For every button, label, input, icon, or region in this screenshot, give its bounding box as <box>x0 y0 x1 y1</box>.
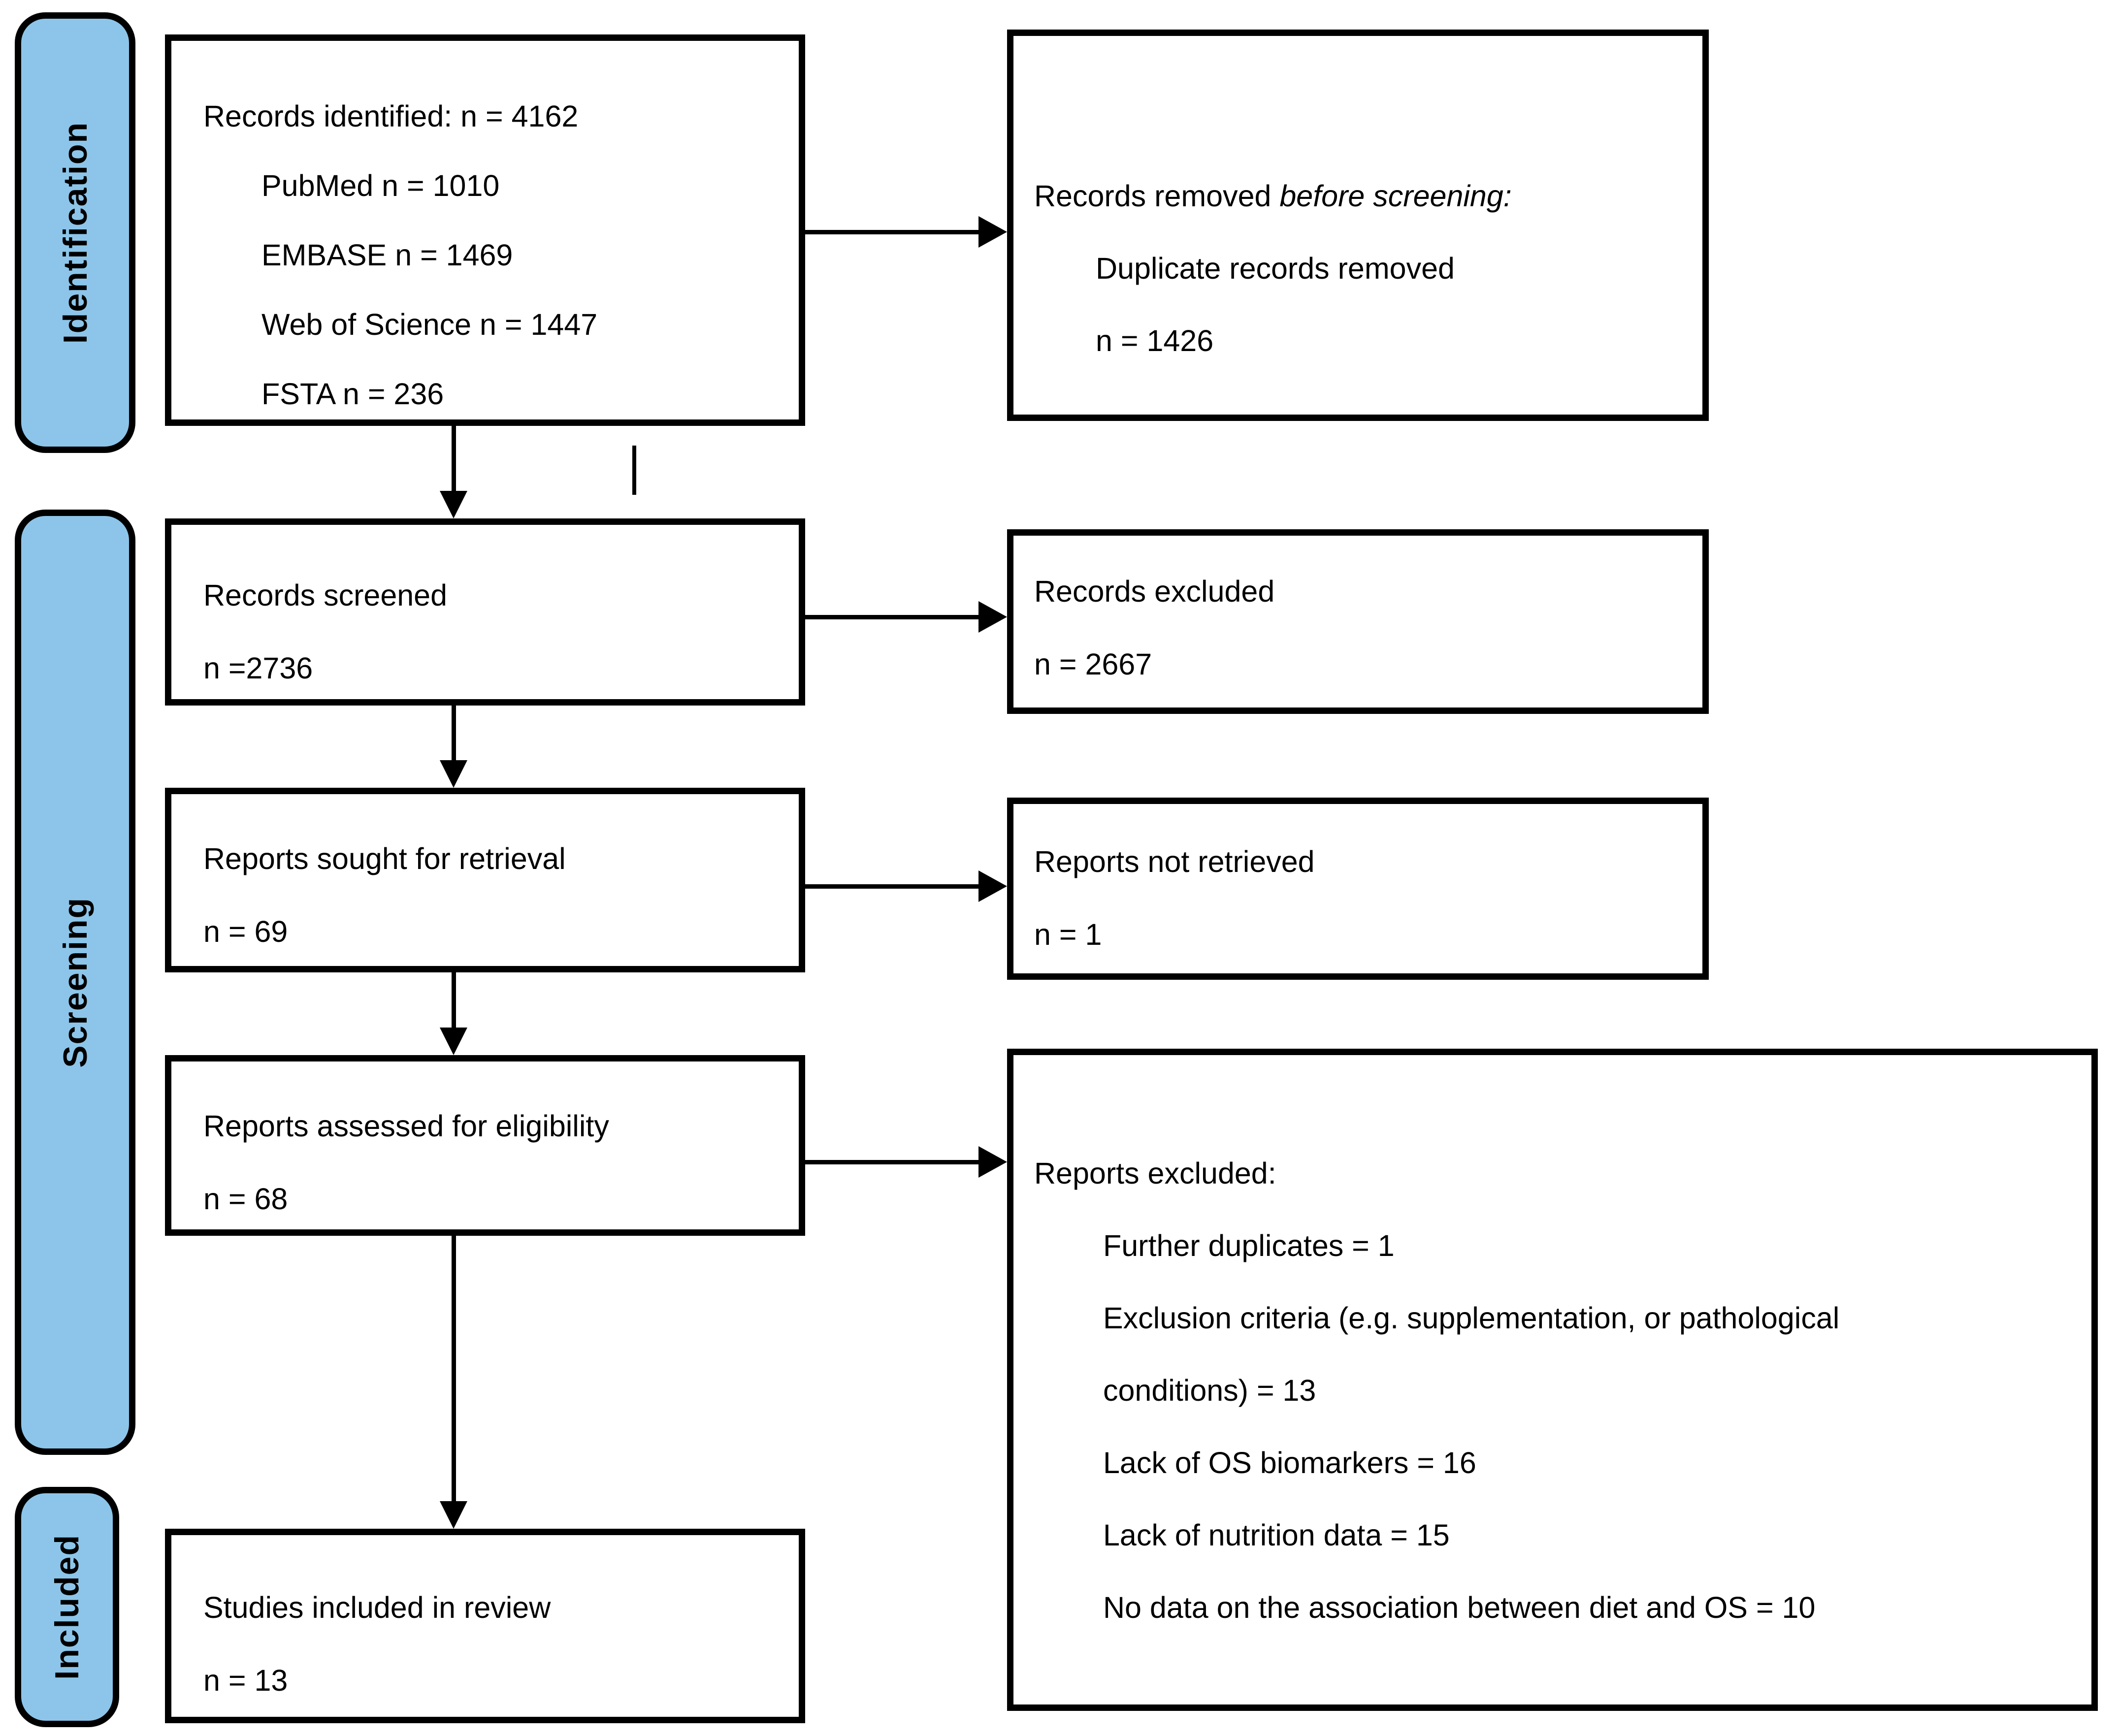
studies-included-title: Studies included in review <box>203 1591 551 1624</box>
records-identified-source: EMBASE n = 1469 <box>261 238 513 272</box>
reports-assessed-count: n = 68 <box>203 1182 288 1216</box>
records-excluded-title: Records excluded <box>1034 575 1275 608</box>
arrow-identified-to-removed-head <box>978 216 1007 248</box>
reports-excluded-title: Reports excluded: <box>1034 1157 1276 1190</box>
reports-excluded-reason: Lack of nutrition data = 15 <box>1103 1518 1450 1552</box>
arrow-sought-to-assessed-line <box>452 972 456 1029</box>
stage-identification-label: Identification <box>56 121 94 344</box>
box-reports-sought: Reports sought for retrieval n = 69 <box>165 788 805 972</box>
arrow-assessed-to-reports-excluded-line <box>805 1160 979 1164</box>
records-identified-source: FSTA n = 236 <box>261 377 444 411</box>
records-excluded-count: n = 2667 <box>1034 647 1152 681</box>
stage-included-label: Included <box>48 1534 86 1680</box>
arrow-screened-to-sought-head <box>440 760 467 788</box>
records-removed-title-italic: before screening: <box>1279 179 1512 213</box>
studies-included-count: n = 13 <box>203 1664 288 1697</box>
reports-assessed-title: Reports assessed for eligibility <box>203 1109 609 1143</box>
arrow-identified-to-screened-line <box>452 426 456 492</box>
stage-screening: Screening <box>15 510 135 1455</box>
reports-sought-count: n = 69 <box>203 915 288 948</box>
records-screened-title: Records screened <box>203 579 448 612</box>
arrow-sought-to-not-retrieved-line <box>805 884 979 889</box>
reports-sought-title: Reports sought for retrieval <box>203 842 566 875</box>
arrow-assessed-to-included-line <box>452 1236 456 1502</box>
reports-not-retrieved-title: Reports not retrieved <box>1034 845 1315 878</box>
records-identified-source: Web of Science n = 1447 <box>261 308 598 341</box>
stage-screening-label: Screening <box>56 897 94 1068</box>
arrow-identified-to-screened-head <box>440 491 467 518</box>
stage-included: Included <box>15 1487 119 1727</box>
reports-excluded-reason: Lack of OS biomarkers = 16 <box>1103 1446 1476 1479</box>
arrow-screened-to-excluded-head <box>978 601 1007 633</box>
arrow-sought-to-assessed-head <box>440 1028 467 1055</box>
box-records-excluded: Records excluded n = 2667 <box>1007 529 1709 714</box>
box-records-identified: Records identified: n = 4162 PubMed n = … <box>165 34 805 426</box>
arrow-identified-to-removed-line <box>805 230 979 234</box>
arrow-assessed-to-reports-excluded-head <box>978 1146 1007 1178</box>
records-removed-title: Records removed before screening: <box>1034 179 1693 251</box>
records-removed-detail: Duplicate records removed <box>1096 252 1455 285</box>
reports-excluded-reason: conditions) = 13 <box>1103 1374 1316 1407</box>
stage-identification: Identification <box>15 12 135 453</box>
reports-excluded-reason: No data on the association between diet … <box>1103 1591 1816 1624</box>
arrow-screened-to-sought-line <box>452 706 456 761</box>
records-removed-title-prefix: Records removed <box>1034 179 1280 213</box>
reports-excluded-reason: Exclusion criteria (e.g. supplementation… <box>1103 1301 1840 1335</box>
arrow-screened-to-excluded-line <box>805 615 979 619</box>
box-records-screened: Records screened n =2736 <box>165 518 805 706</box>
box-studies-included: Studies included in review n = 13 <box>165 1529 805 1723</box>
records-identified-source: PubMed n = 1010 <box>261 169 500 202</box>
records-identified-title: Records identified: n = 4162 <box>203 99 579 133</box>
box-records-removed: Records removed before screening: Duplic… <box>1007 30 1709 421</box>
arrow-assessed-to-included-head <box>440 1501 467 1529</box>
reports-not-retrieved-count: n = 1 <box>1034 918 1102 951</box>
reports-excluded-reason: Further duplicates = 1 <box>1103 1229 1395 1262</box>
records-removed-count: n = 1426 <box>1096 324 1214 357</box>
box-reports-assessed: Reports assessed for eligibility n = 68 <box>165 1055 805 1236</box>
box-reports-excluded: Reports excluded: Further duplicates = 1… <box>1007 1049 2098 1711</box>
records-screened-count: n =2736 <box>203 651 313 685</box>
arrow-sought-to-not-retrieved-head <box>978 870 1007 902</box>
box-reports-not-retrieved: Reports not retrieved n = 1 <box>1007 798 1709 980</box>
stray-line-mark <box>632 446 636 495</box>
